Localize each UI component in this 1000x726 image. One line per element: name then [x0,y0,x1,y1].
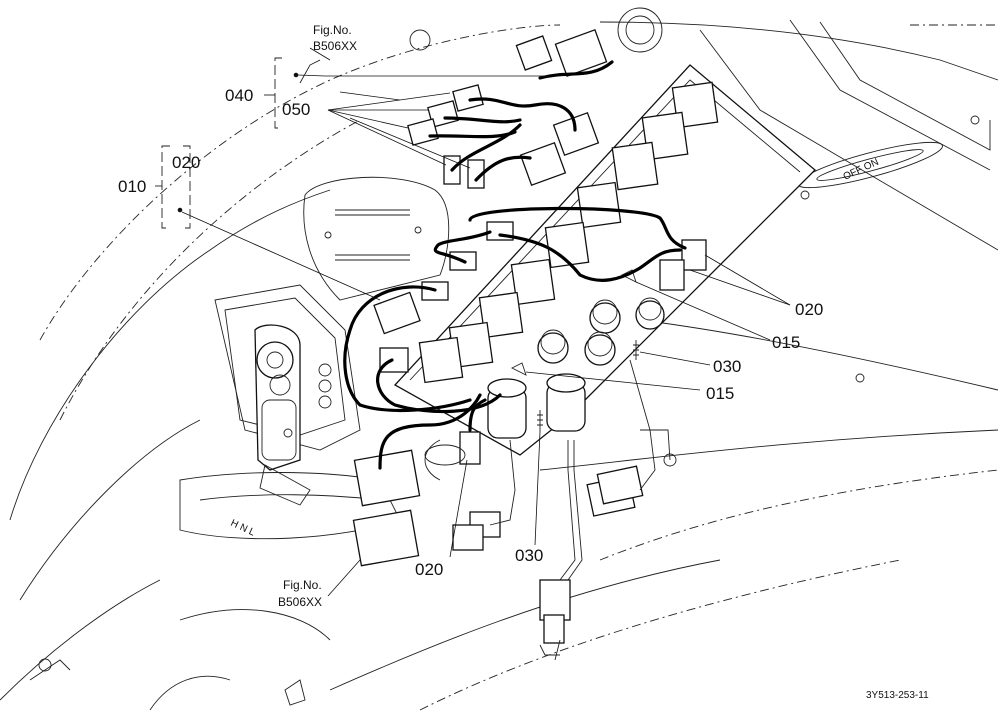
fig-ref-bottom-line2: B506XX [278,595,322,609]
wiring-harness [343,60,687,470]
part-number-050: 050 [282,100,310,119]
part-number-015-right: 015 [772,333,800,352]
part-number-020-group: 020 [172,153,200,172]
bracket-marks [155,57,282,229]
fig-ref-top-line2: B506XX [313,39,357,53]
part-number-010: 010 [118,177,146,196]
gear-lever-panel: H N L OFF ON [179,157,881,540]
callout-labels: Fig.No. B506XX Fig.No. B506XX 010 020 04… [118,23,929,701]
fig-ref-top-line1: Fig.No. [313,23,352,37]
upper-plate [303,176,450,301]
drawing-code: 3Y513-253-11 [866,690,929,701]
leader-lines [177,47,791,597]
part-number-030-bottom: 030 [515,546,543,565]
bullet-010 [177,207,183,213]
dashboard-outline [0,7,999,711]
part-number-040: 040 [225,86,253,105]
switch-panel [393,64,816,456]
relay-group [352,29,707,644]
part-number-020-right: 020 [795,300,823,319]
bullet-040 [293,72,299,78]
gear-marking-text: H N L [229,518,257,539]
part-number-015-mid: 015 [706,384,734,403]
part-number-030-right: 030 [713,357,741,376]
fig-ref-bottom-line1: Fig.No. [283,578,322,592]
part-number-020-bottom: 020 [415,560,443,579]
lead-wires [424,359,677,661]
